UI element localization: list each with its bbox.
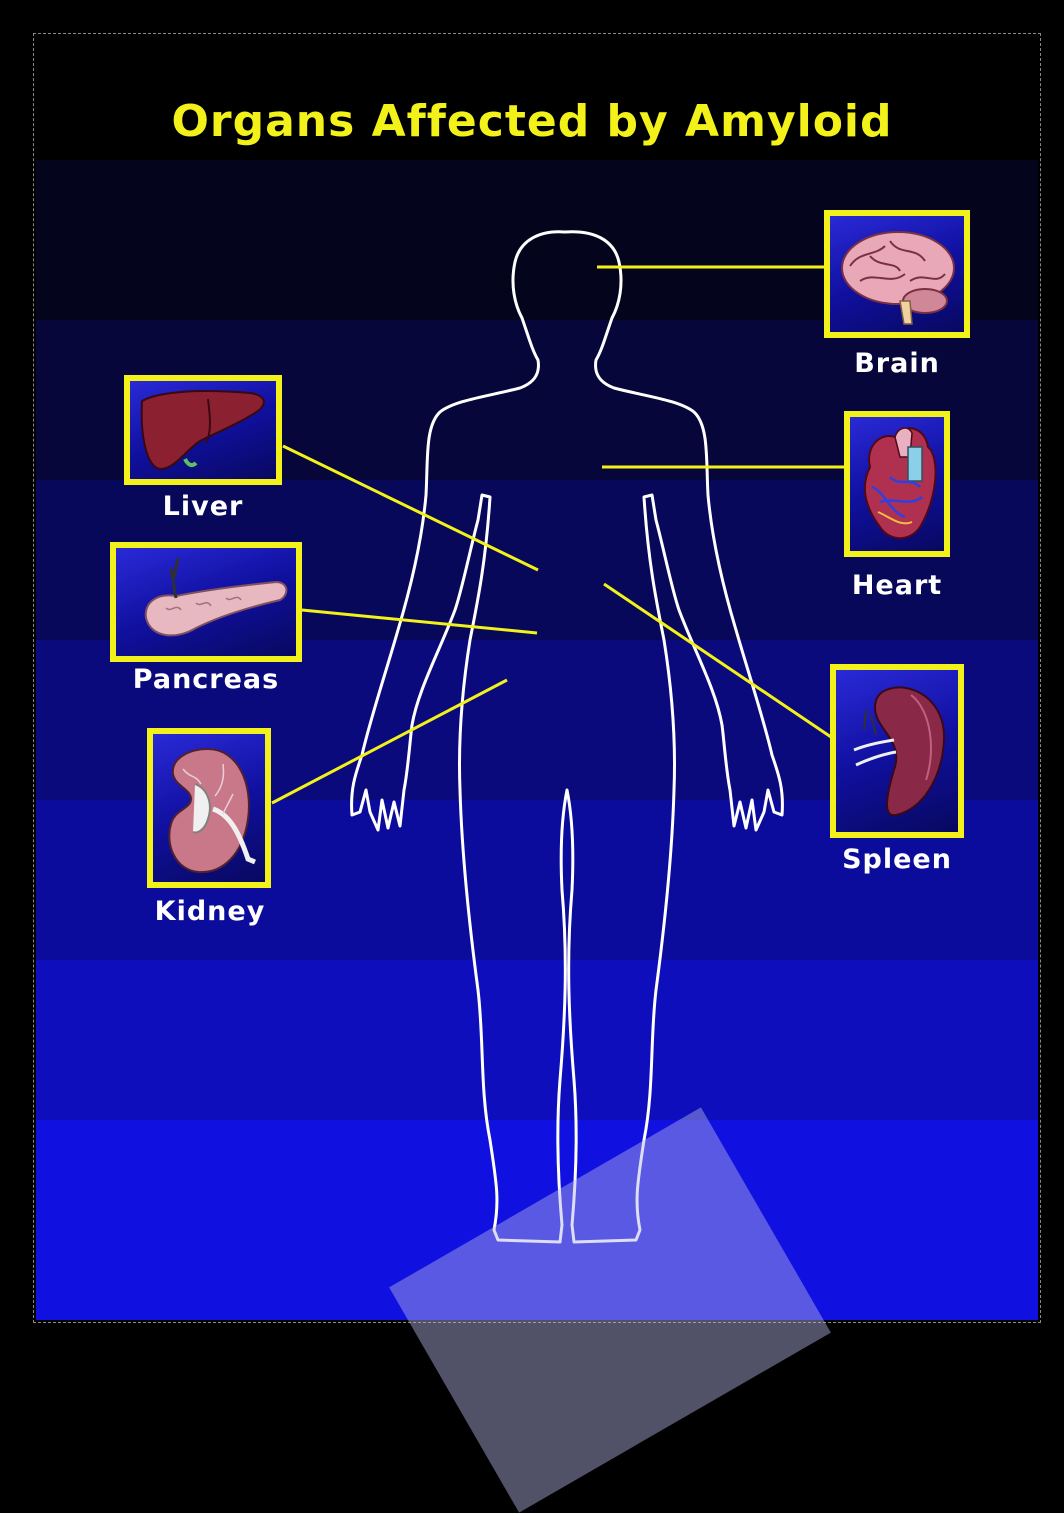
kidney-image-box xyxy=(147,728,271,888)
pancreas-icon xyxy=(116,548,296,656)
liver-image-box xyxy=(124,375,282,485)
brain-label: Brain xyxy=(834,348,960,379)
brain-image-box xyxy=(824,210,970,338)
liver-icon xyxy=(130,381,276,479)
liver-label: Liver xyxy=(130,491,276,522)
spleen-icon xyxy=(836,670,958,832)
heart-label: Heart xyxy=(834,570,960,601)
pancreas-label: Pancreas xyxy=(120,664,292,695)
spleen-label: Spleen xyxy=(832,844,962,875)
pancreas-image-box xyxy=(110,542,302,662)
heart-image-box xyxy=(844,411,950,557)
kidney-icon xyxy=(153,734,265,882)
slide-title: Organs Affected by Amyloid xyxy=(0,96,1064,147)
heart-icon xyxy=(850,417,944,551)
slide-frame: Organs Affected by Amyloid Brain Liver xyxy=(0,0,1064,1348)
spleen-image-box xyxy=(830,664,964,838)
kidney-label: Kidney xyxy=(140,896,280,927)
brain-icon xyxy=(830,216,964,332)
